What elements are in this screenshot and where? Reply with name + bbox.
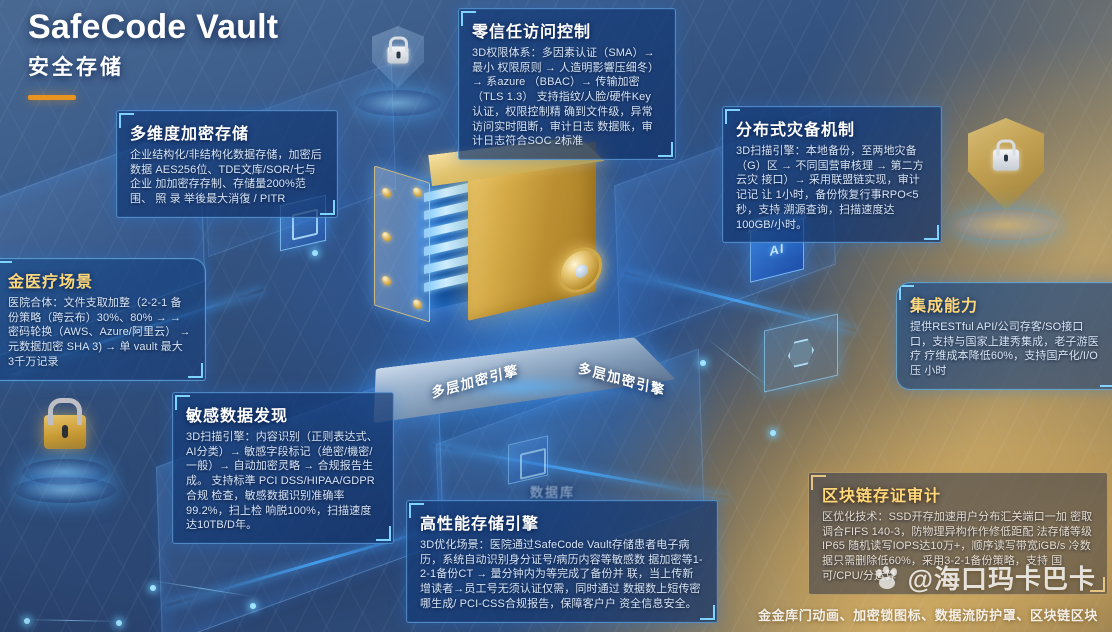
card-multi-dimensional-encrypted-storage[interactable]: 多维度加密存储 企业结构化/非结构化数据存储，加密后数据 AES256位、TDE… xyxy=(116,110,338,218)
card-title: 高性能存储引擎 xyxy=(420,516,540,533)
faint-db-label: 数据库 xyxy=(530,485,576,500)
prop-gold-shield xyxy=(953,118,1059,240)
vault-door xyxy=(374,165,430,323)
card-title: 区块链存证审计 xyxy=(822,488,942,505)
lock-icon xyxy=(993,149,1019,171)
card-body: 提供RESTful API/公司存客/SO接口 口，支持与国家上建秀集成，老子游… xyxy=(910,321,1099,378)
card-zero-trust-access-control[interactable]: 零信任访问控制 3D权限体系：多因素认证（SMA）→ 最小 权限原则 → 人造明… xyxy=(458,8,676,161)
card-body: 3D权限体系：多因素认证（SMA）→ 最小 权限原则 → 人造明影響压细冬）→ … xyxy=(472,47,660,148)
card-title: 敏感数据发现 xyxy=(186,408,289,425)
door-bolt xyxy=(382,186,391,199)
hologram-panel xyxy=(764,313,838,393)
card-title: 零信任访问控制 xyxy=(472,24,592,41)
circuit-node xyxy=(770,430,776,436)
prop-padlock xyxy=(14,415,116,503)
card-title: 分布式灾备机制 xyxy=(736,122,856,139)
vault-pedestal-glow xyxy=(402,370,642,404)
lock-icon xyxy=(387,46,409,64)
card-high-performance-storage-engine[interactable]: 高性能存储引擎 3D优化场景：医院通过SafeCode Vault存储患者电子病… xyxy=(406,500,718,623)
card-distributed-disaster-recovery[interactable]: 分布式灾备机制 3D扫描引擎：本地备份，至两地灾备 （G）区 → 不同国营审核理… xyxy=(722,106,942,244)
circuit-node xyxy=(24,618,30,624)
card-integration-capability[interactable]: 集成能力 提供RESTful API/公司存客/SO接口 口，支持与国家上建秀集… xyxy=(896,282,1112,390)
page-title-cn: 安全存储 xyxy=(28,56,124,80)
prop-glass-shield xyxy=(355,26,441,116)
door-bolt xyxy=(413,186,422,199)
card-title: 集成能力 xyxy=(910,298,979,315)
shield-icon xyxy=(372,26,424,88)
watermark-text: @海口玛卡巴卡 xyxy=(907,564,1096,594)
watermark: @海口玛卡巴卡 xyxy=(875,559,1096,596)
lock-icon xyxy=(44,415,86,449)
page-title-en: SafeCode Vault xyxy=(28,8,279,46)
card-title: 多维度加密存储 xyxy=(130,126,250,143)
shield-icon xyxy=(968,118,1044,210)
holo-base xyxy=(14,477,116,503)
card-body: 企业结构化/非结构化数据存储，加密后数据 AES256位、TDE文库/SOR/七… xyxy=(130,149,322,206)
circuit-node xyxy=(150,585,156,591)
prop-holo-panel xyxy=(764,313,838,393)
circuit-node xyxy=(250,603,256,609)
footer-caption: 金金库门动画、加密锁图标、数据流防护罩、区块链区块 xyxy=(757,608,1098,623)
card-blockchain-audit-trail[interactable]: 区块链存证审计 区优化技术：SSD开存加速用户分布汇关端口一加 密取调合FIFS… xyxy=(808,472,1108,595)
holo-base xyxy=(953,210,1059,240)
card-healthcare-scenario[interactable]: 金医疗场景 医院合体：文件支取加整（2-2-1 备份策略（跨云布）30%、80%… xyxy=(0,258,206,381)
hexagon-icon xyxy=(788,337,814,369)
door-bolt xyxy=(382,274,391,287)
circuit-node xyxy=(116,620,122,626)
paw-icon xyxy=(875,565,901,590)
door-bolt xyxy=(382,230,391,243)
card-body: 区优化技术：SSD开存加速用户分布汇关端口一加 密取调合FIFS 140-3，防… xyxy=(822,511,1093,582)
card-sensitive-data-discovery[interactable]: 敏感数据发现 3D扫描引擎：内容识别（正则表达式、 AI分类）→ 敏感字段标记（… xyxy=(172,392,394,545)
central-vault: 多层加密引擎 多层加密引擎 xyxy=(312,80,732,480)
card-body: 医院合体：文件支取加整（2-2-1 备份策略（跨云布）30%、80% → → 密… xyxy=(8,297,191,368)
card-title: 金医疗场景 xyxy=(8,274,94,291)
card-body: 3D扫描引擎：内容识别（正则表达式、 AI分类）→ 敏感字段标记（绝密/機密/ … xyxy=(186,431,378,532)
card-body: 3D扫描引擎：本地备份，至两地灾备 （G）区 → 不同国营审核理 → 第二方云灾… xyxy=(736,145,924,231)
title-accent-rule xyxy=(28,95,76,101)
card-body: 3D优化场景：医院通过SafeCode Vault存储患者电子病 历，系统自动识… xyxy=(420,539,703,610)
page-header: SafeCode Vault 安全存储 xyxy=(28,8,279,101)
door-bolt xyxy=(413,298,422,311)
